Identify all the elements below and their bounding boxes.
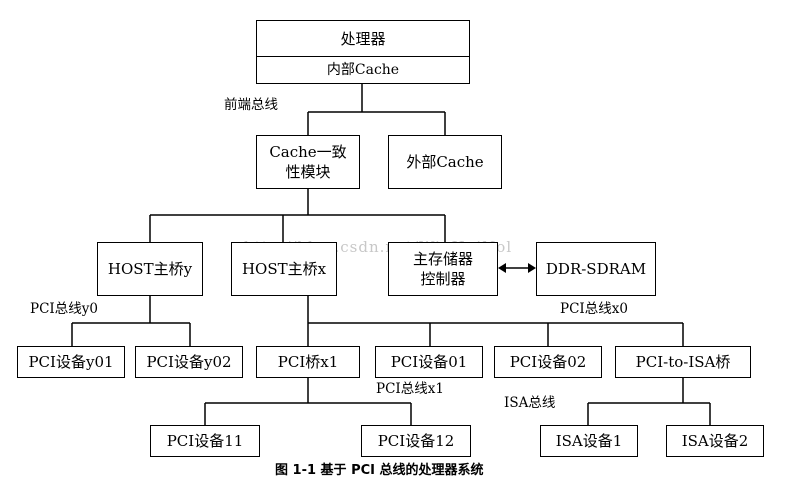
- front-side-bus-label: 前端总线: [224, 97, 278, 113]
- host-bridge-x-box: HOST主桥x: [231, 242, 337, 296]
- cache-coherence-line2: 性模块: [285, 163, 331, 181]
- pci-to-isa-bridge-box: PCI-to-ISA桥: [615, 346, 751, 378]
- host-bridge-y-box: HOST主桥y: [97, 242, 203, 296]
- pci-device-y01-box: PCI设备y01: [17, 346, 125, 378]
- external-cache-box: 外部Cache: [388, 135, 502, 189]
- memory-controller-box: 主存储器 控制器: [388, 242, 498, 296]
- pci-bus-x1-label: PCI总线x1: [376, 381, 444, 397]
- pci-device-01-box: PCI设备01: [375, 346, 483, 378]
- figure-caption: 图 1-1 基于 PCI 总线的处理器系统: [275, 463, 484, 478]
- isa-device-1-box: ISA设备1: [540, 425, 638, 457]
- isa-bus-label: ISA总线: [504, 395, 556, 411]
- pci-device-02-box: PCI设备02: [494, 346, 602, 378]
- pci-device-y02-box: PCI设备y02: [135, 346, 243, 378]
- pci-bridge-x1-box: PCI桥x1: [256, 346, 360, 378]
- pci-bus-x0-label: PCI总线x0: [560, 301, 628, 317]
- processor-title: 处理器: [257, 21, 469, 57]
- pci-device-12-box: PCI设备12: [361, 425, 471, 457]
- memory-controller-line1: 主存储器: [412, 250, 473, 268]
- memory-controller-line2: 控制器: [420, 270, 466, 288]
- pci-device-11-box: PCI设备11: [150, 425, 260, 457]
- ddr-sdram-box: DDR-SDRAM: [536, 242, 656, 296]
- internal-cache-label: 内部Cache: [326, 62, 400, 78]
- cache-coherence-line1: Cache一致: [269, 143, 347, 161]
- pci-bus-y0-label: PCI总线y0: [30, 301, 98, 317]
- isa-device-2-box: ISA设备2: [666, 425, 764, 457]
- cache-coherence-box: Cache一致 性模块: [256, 135, 360, 189]
- processor-box: 处理器 内部Cache: [256, 20, 470, 84]
